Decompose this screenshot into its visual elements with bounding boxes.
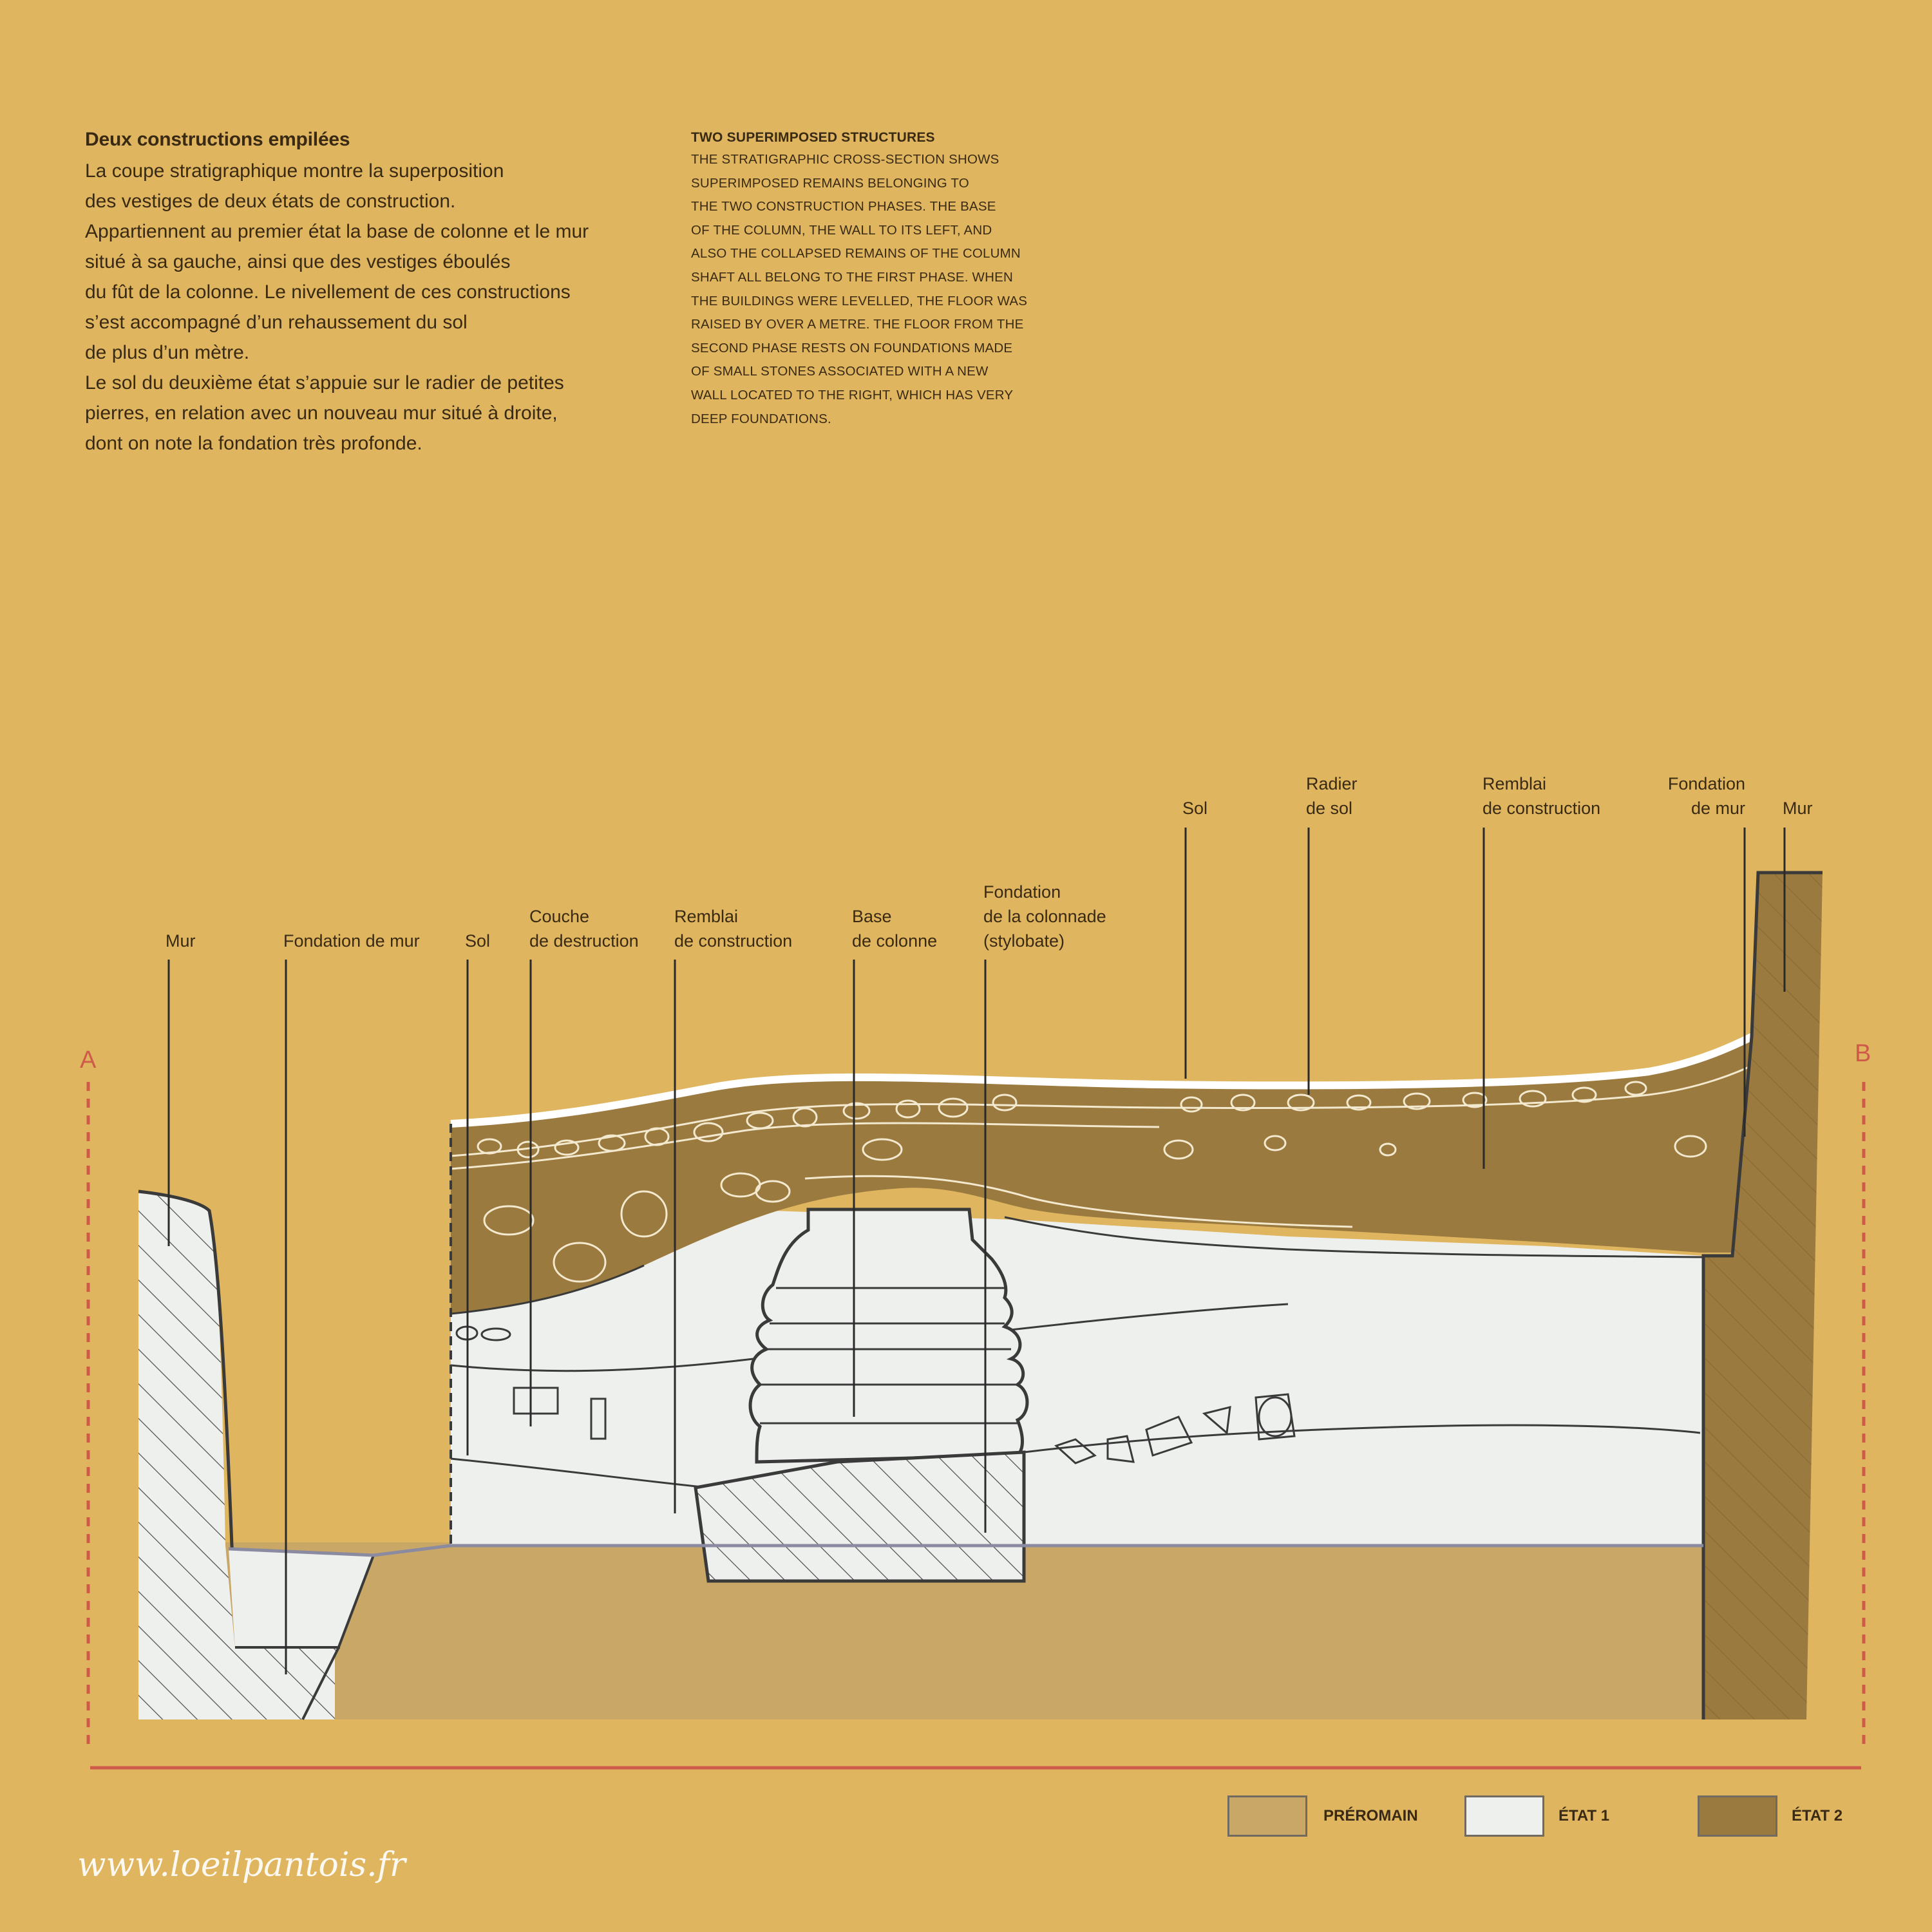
french-description: Deux constructions empilées La coupe str… bbox=[85, 129, 665, 459]
left-wall bbox=[138, 1191, 335, 1719]
leader-lines bbox=[167, 828, 1786, 1674]
right-wall bbox=[1703, 873, 1823, 1719]
etat1-lower-line bbox=[450, 1457, 709, 1489]
french-line: pierres, en relation avec un nouveau mur… bbox=[85, 402, 558, 424]
right-wall-outline bbox=[1701, 871, 1823, 1719]
column-base bbox=[748, 1208, 1029, 1464]
english-line: WALL LOCATED TO THE RIGHT, WHICH HAS VER… bbox=[691, 387, 1014, 402]
legend-label-preromain: PRÉROMAIN bbox=[1323, 1807, 1418, 1824]
legend-label-etat2: ÉTAT 2 bbox=[1792, 1807, 1843, 1824]
left-wall-outline bbox=[138, 1189, 240, 1649]
english-line: OF THE COLUMN, THE WALL TO ITS LEFT, AND bbox=[691, 222, 992, 238]
french-line: dont on note la fondation très profonde. bbox=[85, 433, 422, 454]
french-line: de plus d’un mètre. bbox=[85, 342, 250, 363]
label-base-colonne: Base de colonne bbox=[852, 907, 938, 951]
english-line: SUPERIMPOSED REMAINS BELONGING TO bbox=[691, 175, 969, 191]
french-title: Deux constructions empilées bbox=[85, 129, 350, 150]
english-line: ALSO THE COLLAPSED REMAINS OF THE COLUMN bbox=[691, 246, 1021, 261]
label-fondation-colonnade: Fondation de la colonnade (stylobate) bbox=[983, 882, 1106, 951]
legend-swatch-preromain bbox=[1227, 1795, 1307, 1837]
label-sol-left: Sol bbox=[465, 931, 491, 951]
label-fondation-mur-left: Fondation de mur bbox=[283, 931, 420, 951]
label-mur-left: Mur bbox=[166, 931, 196, 951]
english-line: THE TWO CONSTRUCTION PHASES. THE BASE bbox=[691, 199, 996, 214]
legend-swatch-etat2 bbox=[1698, 1795, 1777, 1837]
english-line: DEEP FOUNDATIONS. bbox=[691, 411, 831, 426]
etat2-bottom-line bbox=[1004, 1216, 1704, 1258]
sol-etat2-line bbox=[450, 1030, 1760, 1128]
french-line: Le sol du deuxième état s’appuie sur le … bbox=[85, 372, 564, 393]
english-line: THE BUILDINGS WERE LEVELLED, THE FLOOR W… bbox=[691, 293, 1028, 308]
english-line: SECOND PHASE RESTS ON FOUNDATIONS MADE bbox=[691, 340, 1013, 355]
french-line: situé à sa gauche, ainsi que des vestige… bbox=[85, 251, 511, 272]
label-remblai-left: Remblai de construction bbox=[674, 907, 793, 951]
left-foundation-hatch bbox=[235, 1649, 338, 1719]
radier-upper-line bbox=[450, 1061, 1759, 1157]
section-end-a: A bbox=[80, 1046, 97, 1074]
etat1-right-line bbox=[1023, 1424, 1701, 1454]
label-sol-right: Sol bbox=[1182, 799, 1208, 818]
legend-swatch-etat1 bbox=[1464, 1795, 1544, 1837]
etat1-left-top bbox=[450, 1264, 645, 1315]
label-couche-destruction: Couche de destruction bbox=[529, 907, 639, 951]
label-radier: Radier de sol bbox=[1306, 774, 1358, 818]
column-mouldings bbox=[760, 1287, 1018, 1425]
english-line: OF SMALL STONES ASSOCIATED WITH A NEW bbox=[691, 364, 989, 379]
label-fondation-mur-right: Fondation de mur bbox=[1667, 774, 1745, 818]
preromain-top-line bbox=[228, 1544, 1703, 1557]
english-description: TWO SUPERIMPOSED STRUCTURES THE STRATIGR… bbox=[691, 130, 1103, 431]
french-line: du fût de la colonne. Le nivellement de … bbox=[85, 281, 571, 303]
english-line: RAISED BY OVER A METRE. THE FLOOR FROM T… bbox=[691, 317, 1024, 332]
label-remblai-right: Remblai de construction bbox=[1482, 774, 1601, 818]
radier-stones bbox=[477, 1081, 1707, 1283]
english-line: THE STRATIGRAPHIC CROSS-SECTION SHOWS bbox=[691, 152, 999, 167]
french-line: Appartiennent au premier état la base de… bbox=[85, 221, 589, 242]
remblai-inner-line bbox=[804, 1175, 1353, 1228]
stylobate bbox=[694, 1450, 1026, 1583]
left-foundation bbox=[229, 1549, 374, 1649]
french-line: La coupe stratigraphique montre la super… bbox=[85, 160, 504, 182]
french-line: des vestiges de deux états de constructi… bbox=[85, 191, 456, 212]
section-end-b: B bbox=[1855, 1040, 1871, 1067]
french-line: s’est accompagné d’un rehaussement du so… bbox=[85, 312, 468, 333]
english-line: SHAFT ALL BELONG TO THE FIRST PHASE. WHE… bbox=[691, 269, 1013, 285]
english-title: TWO SUPERIMPOSED STRUCTURES bbox=[691, 130, 935, 145]
watermark: www.loeilpantois.fr bbox=[77, 1846, 406, 1884]
label-mur-right: Mur bbox=[1783, 799, 1813, 818]
legend-label-etat1: ÉTAT 1 bbox=[1558, 1807, 1610, 1824]
